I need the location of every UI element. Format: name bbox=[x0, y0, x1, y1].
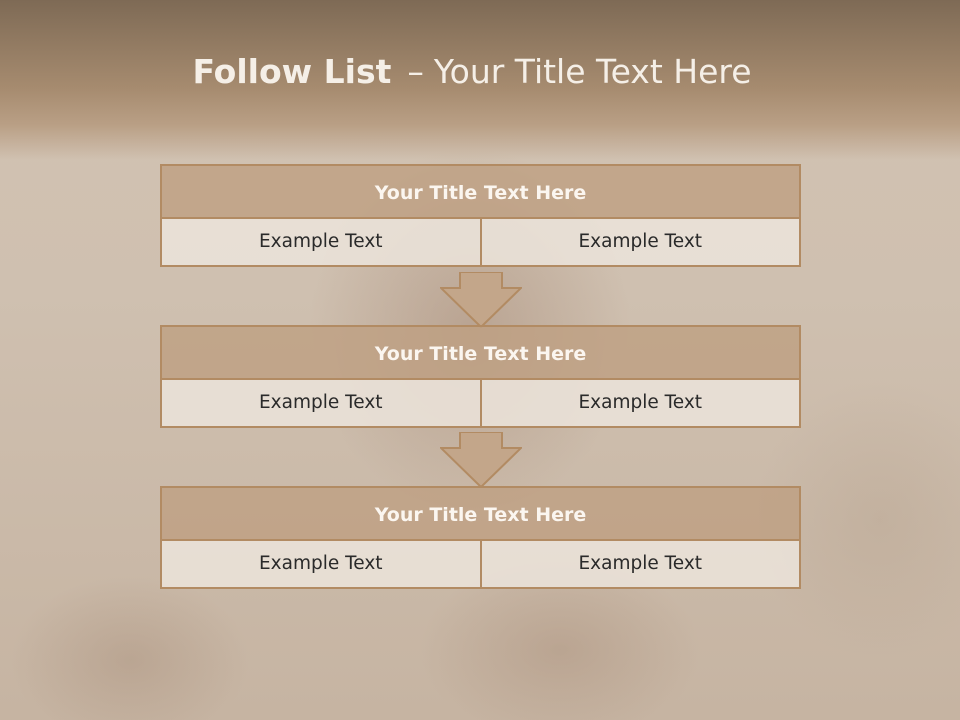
slide-title-rest: Your Title Text Here bbox=[433, 52, 752, 91]
block-cell-right: Example Text bbox=[479, 539, 801, 589]
block-title: Your Title Text Here bbox=[160, 164, 801, 219]
block-row: Example Text Example Text bbox=[160, 378, 801, 428]
block-cell-left: Example Text bbox=[160, 217, 482, 267]
block-title: Your Title Text Here bbox=[160, 486, 801, 541]
header-band bbox=[0, 0, 960, 160]
slide-title: Follow List–Your Title Text Here bbox=[0, 52, 944, 91]
follow-block-3: Your Title Text Here Example Text Exampl… bbox=[160, 486, 801, 589]
follow-block-2: Your Title Text Here Example Text Exampl… bbox=[160, 325, 801, 428]
down-arrow-icon bbox=[440, 432, 522, 488]
slide-title-separator: – bbox=[407, 52, 424, 91]
follow-block-1: Your Title Text Here Example Text Exampl… bbox=[160, 164, 801, 267]
down-arrow-icon bbox=[440, 272, 522, 328]
block-cell-left: Example Text bbox=[160, 378, 482, 428]
block-cell-right: Example Text bbox=[479, 217, 801, 267]
block-cell-left: Example Text bbox=[160, 539, 482, 589]
block-cell-right: Example Text bbox=[479, 378, 801, 428]
block-title: Your Title Text Here bbox=[160, 325, 801, 380]
block-row: Example Text Example Text bbox=[160, 217, 801, 267]
slide-title-bold: Follow List bbox=[192, 52, 392, 91]
block-row: Example Text Example Text bbox=[160, 539, 801, 589]
